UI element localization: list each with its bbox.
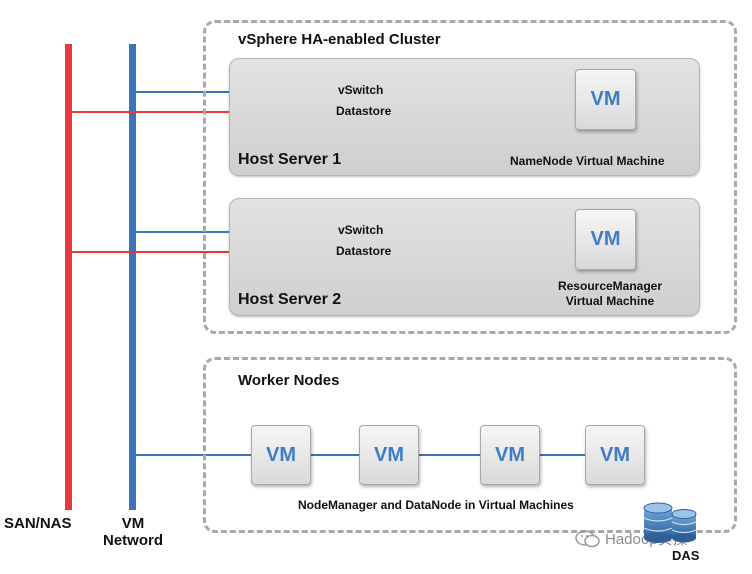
san-nas-label: SAN/NAS — [4, 515, 72, 532]
host1-datastore-label: Datastore — [336, 104, 392, 118]
host2-vm-caption-line1: ResourceManager — [557, 279, 663, 293]
das-database-icon — [643, 502, 697, 543]
host2-vm-caption-line2: Virtual Machine — [565, 294, 655, 308]
vm-network-bar — [129, 44, 136, 510]
worker-vm-3: VM — [480, 425, 540, 485]
worker-nodes-container — [203, 357, 737, 533]
host2-name: Host Server 2 — [238, 291, 342, 308]
vm-network-label-line1: VM — [121, 515, 145, 532]
host2-vm-caption: ResourceManager Virtual Machine — [540, 279, 680, 309]
ha-cluster-container — [203, 20, 737, 334]
vm-network-label-line2: Netword — [103, 532, 163, 549]
vm-network-label: VM Netword — [98, 515, 168, 549]
host1-vm-caption: NameNode Virtual Machine — [510, 154, 665, 168]
wechat-icon — [575, 529, 600, 547]
host1-name: Host Server 1 — [238, 151, 342, 168]
host2-datastore-label: Datastore — [336, 244, 392, 258]
host2-vm: VM — [575, 209, 636, 270]
san-nas-bar — [65, 44, 72, 510]
ha-cluster-title: vSphere HA-enabled Cluster — [238, 31, 441, 48]
worker-caption: NodeManager and DataNode in Virtual Mach… — [298, 498, 574, 512]
host2-vswitch-label: vSwitch — [338, 223, 384, 237]
worker-vm-2: VM — [359, 425, 419, 485]
worker-vm-4: VM — [585, 425, 645, 485]
host1-vm: VM — [575, 69, 636, 130]
worker-nodes-title: Worker Nodes — [238, 372, 340, 389]
das-label: DAS — [672, 548, 700, 563]
worker-vm-1: VM — [251, 425, 311, 485]
host1-vswitch-label: vSwitch — [338, 83, 384, 97]
